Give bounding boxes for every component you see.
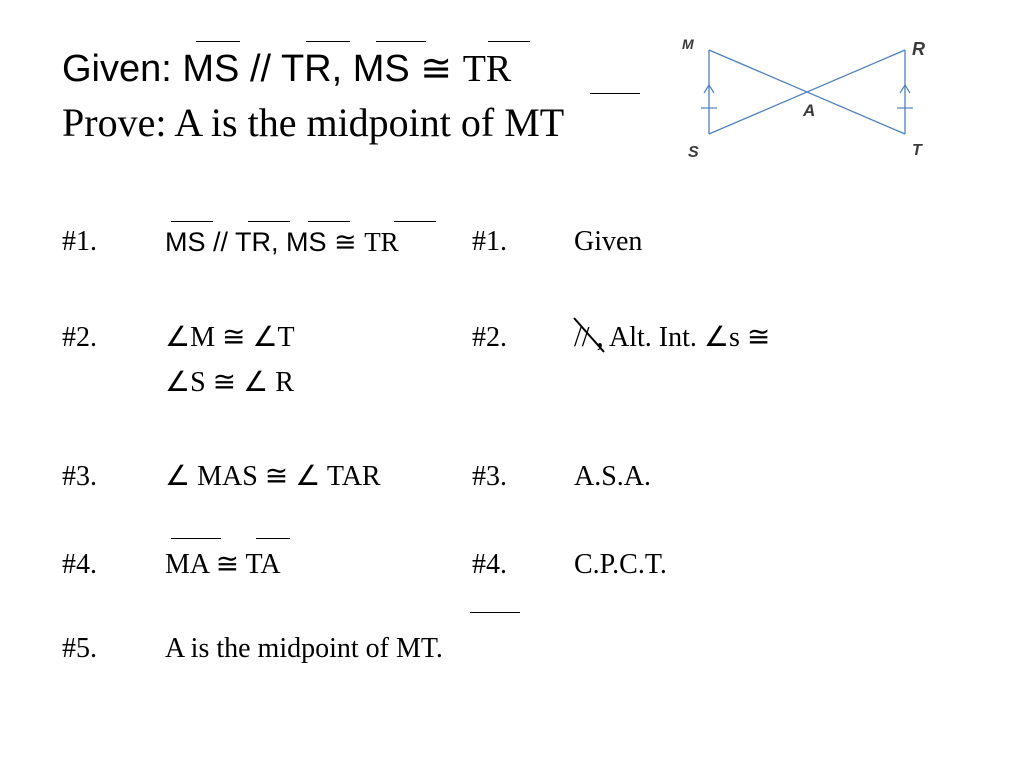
overline-step1-tr (248, 221, 290, 222)
step-1-comma: , (271, 227, 287, 257)
step-4-number: #4. (62, 549, 97, 580)
overline-ms (196, 41, 240, 42)
label-s: S (688, 144, 699, 161)
label-m: M (682, 36, 694, 52)
given-segment-ms: MS (182, 48, 240, 90)
label-t: T (912, 142, 923, 159)
step-1-seg-tr: TR (235, 227, 272, 257)
step-4-congruent: ≅ (208, 549, 246, 580)
given-prefix: Given: (62, 48, 183, 90)
given-segment-tr: TR (280, 48, 332, 90)
step-2-statement-line2: ∠S ≅ ∠ R (165, 367, 294, 398)
strike-mark-icon (573, 317, 605, 353)
overline-step4-ta (256, 538, 290, 539)
overline-tr-2 (488, 41, 530, 42)
parallel-arrow-icon-2 (899, 83, 911, 94)
overline-mt (590, 93, 640, 94)
given-segment-tr-2: TR (462, 48, 512, 90)
prove-statement: Prove: A is the midpoint of MT (62, 98, 564, 148)
step-3-number: #3. (62, 461, 97, 492)
given-parallel: // (239, 48, 281, 90)
parallel-arrow-icon (703, 83, 715, 94)
step-4-statement: MA ≅ TA (165, 548, 281, 582)
step-2-reason-text: , Alt. Int. ∠s ≅ (589, 322, 771, 353)
step-4-seg-ma: MA (165, 549, 209, 580)
label-r: R (912, 39, 925, 59)
step-5-prefix: A is the midpoint of (165, 633, 396, 664)
step-1-parallel: // (205, 227, 236, 257)
step-2-reason: // , Alt. Int. ∠s ≅ (574, 321, 770, 355)
step-2-reason-number: #2. (472, 322, 507, 353)
prove-segment-mt: MT (504, 100, 565, 145)
given-statement: Given: MS // TR, MS ≅ TR (62, 44, 511, 94)
step-2-number: #2. (62, 322, 97, 353)
diagram-lines (701, 49, 913, 135)
prove-prefix: Prove: A is the midpoint of (62, 100, 505, 145)
step-1-seg-ms-2: MS (286, 227, 327, 257)
overline-step5-mt (470, 612, 520, 613)
bowtie-diagram: M R A S T (682, 36, 925, 161)
step-4-reason: C.P.C.T. (574, 549, 667, 580)
overline-ms-2 (376, 41, 426, 42)
step-1-seg-tr-2: TR (364, 227, 399, 257)
step-3-reason: A.S.A. (574, 461, 652, 492)
step-5-seg-mt: MT. (396, 633, 443, 664)
overline-step1-ms (171, 221, 213, 222)
step-1-seg-ms: MS (165, 227, 206, 257)
given-congruent: ≅ (409, 48, 463, 90)
segment-sr-line (708, 49, 906, 135)
overline-step1-ms-2 (308, 221, 350, 222)
given-comma: , (331, 48, 353, 90)
overline-tr (306, 41, 350, 42)
step-3-statement: ∠ MAS ≅ ∠ TAR (165, 461, 381, 492)
step-5-statement: A is the midpoint of MT. (165, 632, 443, 666)
step-1-reason: Given (574, 226, 643, 257)
step-1-number: #1. (62, 226, 97, 257)
step-1-statement: MS // TR, MS ≅ TR (165, 225, 399, 259)
step-5-number: #5. (62, 633, 97, 664)
overline-step4-ma (171, 538, 221, 539)
step-4-seg-ta: TA (245, 549, 281, 580)
given-segment-ms-2: MS (352, 48, 410, 90)
step-1-congruent: ≅ (326, 227, 365, 257)
label-a: A (802, 101, 815, 120)
step-1-reason-number: #1. (472, 226, 507, 257)
step-2-statement-line1: ∠M ≅ ∠T (165, 322, 295, 353)
overline-step1-tr-2 (394, 221, 436, 222)
step-4-reason-number: #4. (472, 549, 507, 580)
step-3-reason-number: #3. (472, 461, 507, 492)
